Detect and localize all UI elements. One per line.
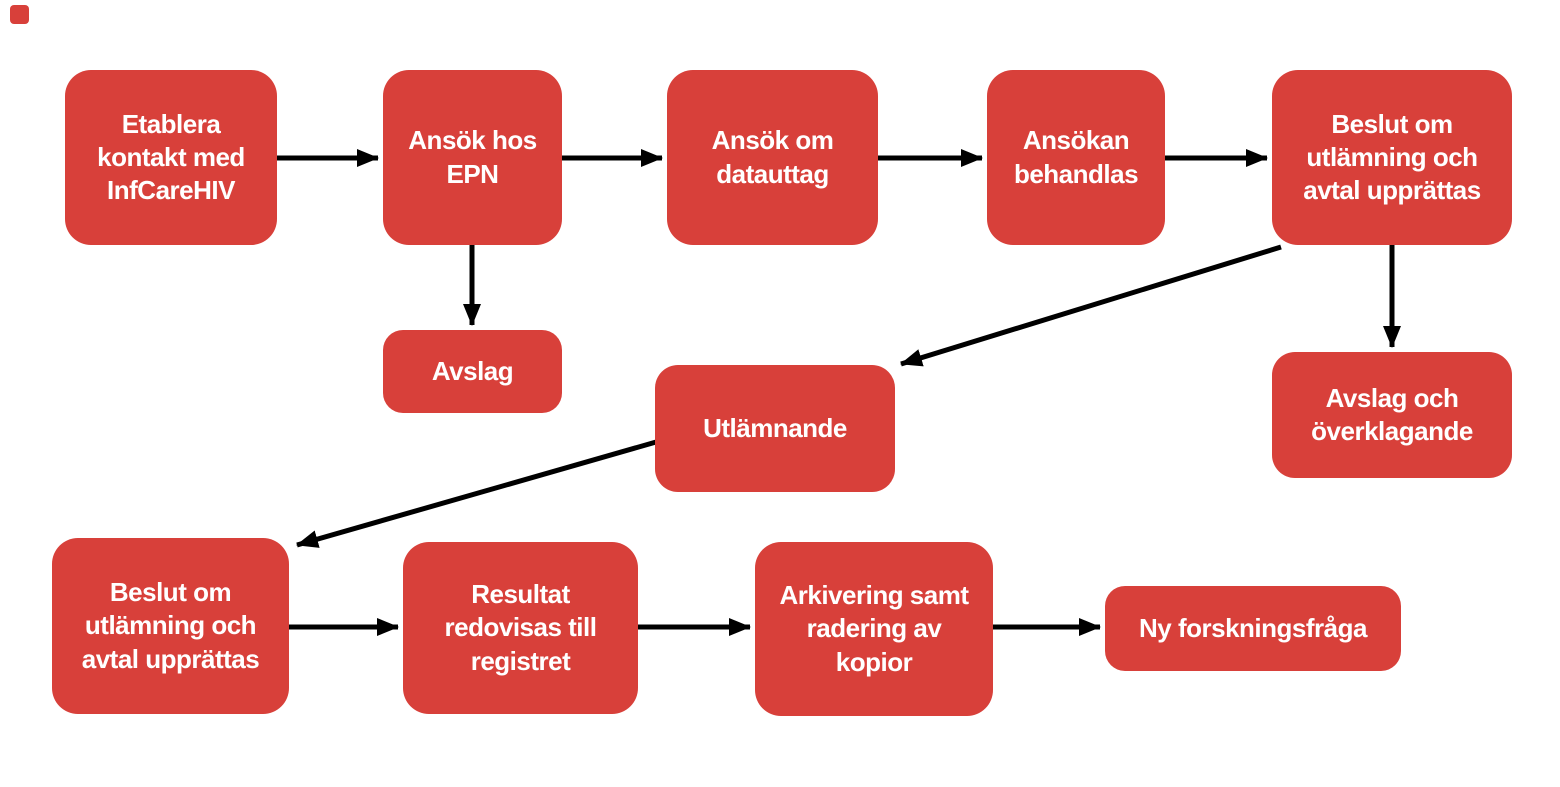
node-label: Utlämnande <box>703 412 847 443</box>
node-ny-forskningsfraga: Ny forskningsfråga <box>1105 586 1401 671</box>
node-label: Etablera kontakt med InfCareHIV <box>97 108 245 205</box>
node-label: Arkivering samt radering av kopior <box>779 580 969 677</box>
node-ansok-hos-epn: Ansök hos EPN <box>383 70 562 245</box>
arrow-beslut-to-utlamnande <box>900 244 1282 367</box>
node-ansokan-behandlas: Ansökan behandlas <box>987 70 1165 245</box>
node-beslut-om-utlamning-1: Beslut om utlämning och avtal upprättas <box>1272 70 1512 245</box>
node-label: Resultat redovisas till registret <box>444 579 597 676</box>
node-label: Ansök hos EPN <box>408 125 537 189</box>
node-etablera-kontakt: Etablera kontakt med InfCareHIV <box>65 70 277 245</box>
node-label: Ansökan behandlas <box>1013 125 1139 189</box>
node-label: Avslag och överklagande <box>1311 382 1473 446</box>
corner-marker-square <box>10 5 29 24</box>
node-utlamnande: Utlämnande <box>655 365 895 492</box>
node-avslag: Avslag <box>383 330 562 413</box>
node-resultat-redovisas: Resultat redovisas till registret <box>403 542 638 714</box>
node-label: Beslut om utlämning och avtal upprättas <box>81 577 260 674</box>
node-beslut-om-utlamning-2: Beslut om utlämning och avtal upprättas <box>52 538 289 714</box>
node-label: Ansök om datauttag <box>711 125 834 189</box>
arrow-utlamnande-to-beslut2 <box>296 435 671 548</box>
node-label: Avslag <box>431 355 514 386</box>
node-avslag-och-overklagande: Avslag och överklagande <box>1272 352 1512 478</box>
node-label: Beslut om utlämning och avtal upprättas <box>1303 108 1481 205</box>
node-label: Ny forskningsfråga <box>1139 612 1367 643</box>
node-ansok-om-datauttag: Ansök om datauttag <box>667 70 878 245</box>
node-arkivering: Arkivering samt radering av kopior <box>755 542 993 716</box>
